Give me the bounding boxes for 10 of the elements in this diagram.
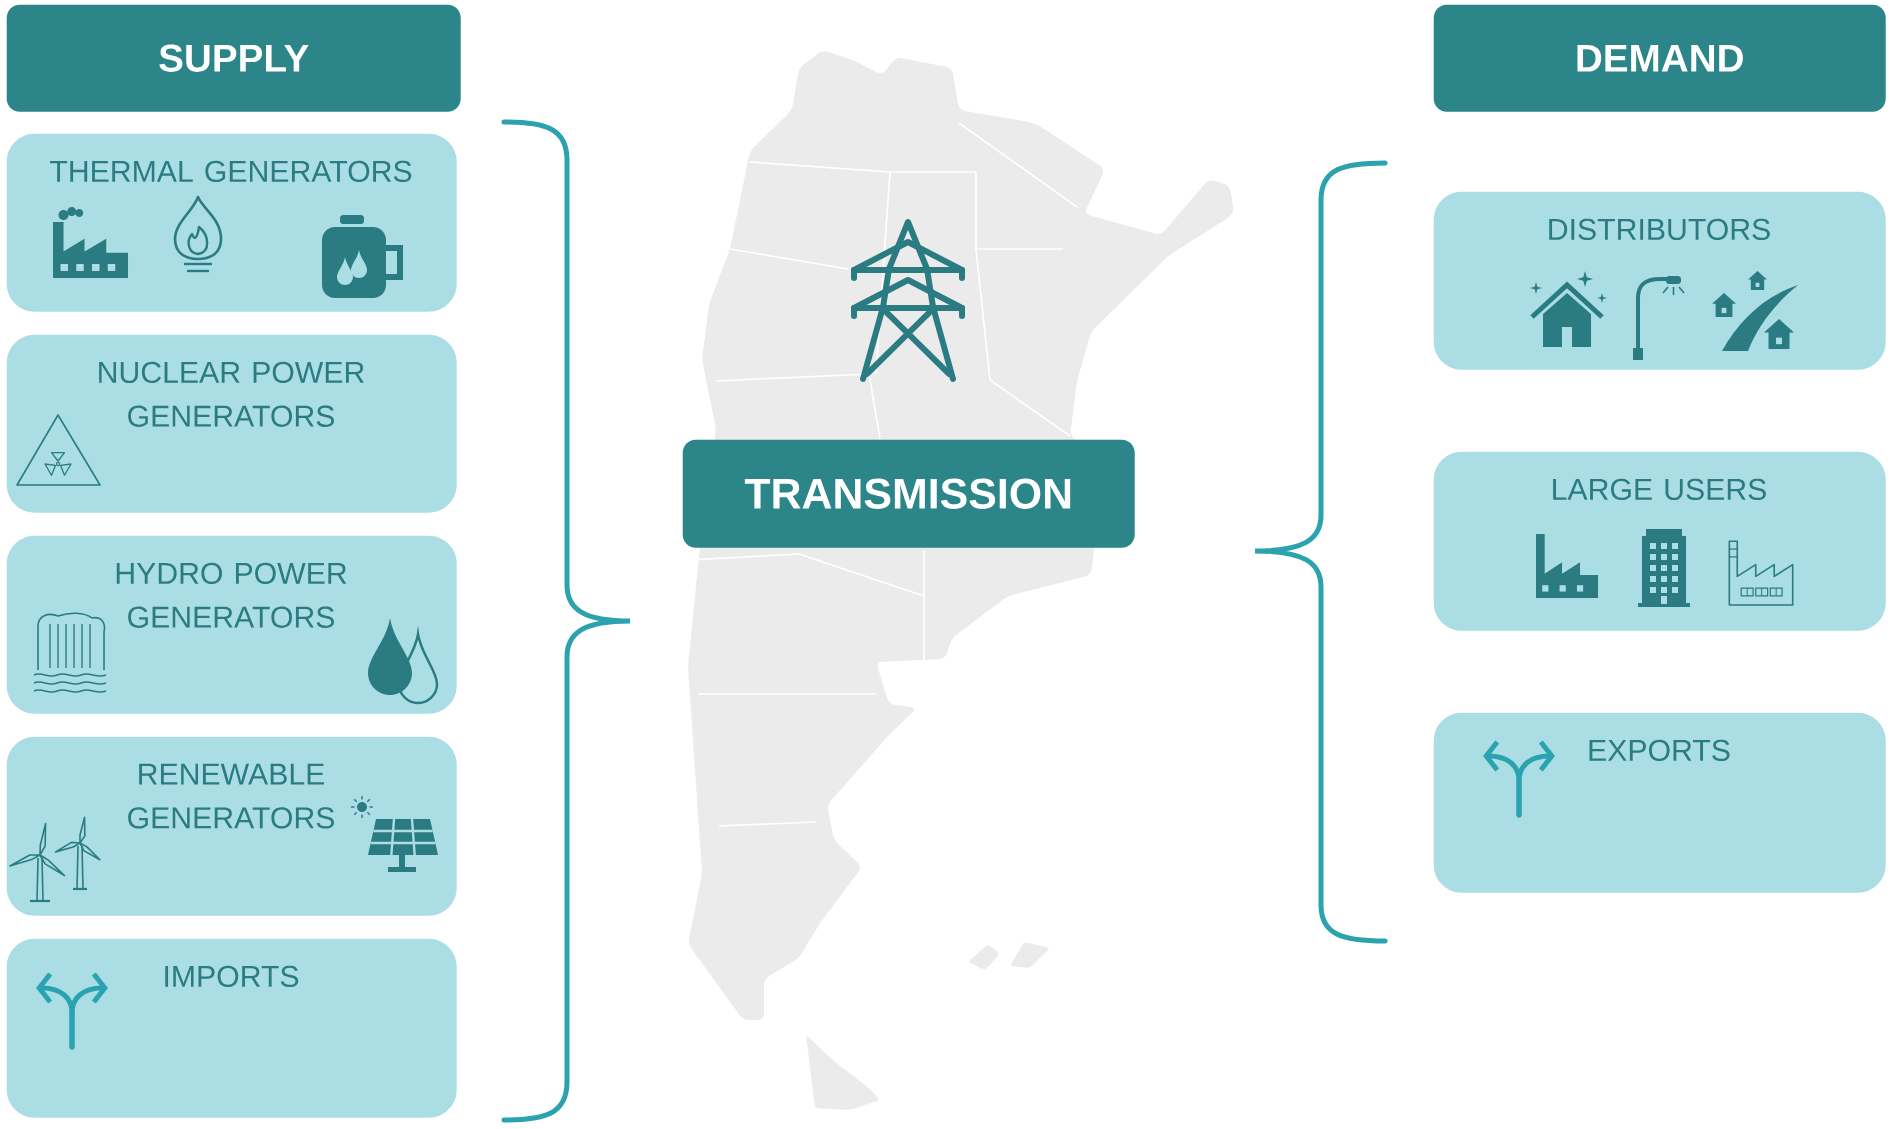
category-box: HYDRO POWER GENERATORS <box>6 535 457 714</box>
category-box: DISTRIBUTORS <box>1433 191 1886 370</box>
header-box: TRANSMISSION <box>682 439 1135 548</box>
category-box: IMPORTS <box>6 938 457 1118</box>
category-box: EXPORTS <box>1433 712 1886 893</box>
category-box: RENEWABLE GENERATORS <box>6 736 457 916</box>
header-box: DEMAND <box>1433 4 1886 112</box>
category-box: LARGE USERS <box>1433 451 1886 631</box>
category-box: NUCLEAR POWER GENERATORS <box>6 334 457 513</box>
header-box: SUPPLY <box>6 4 461 112</box>
